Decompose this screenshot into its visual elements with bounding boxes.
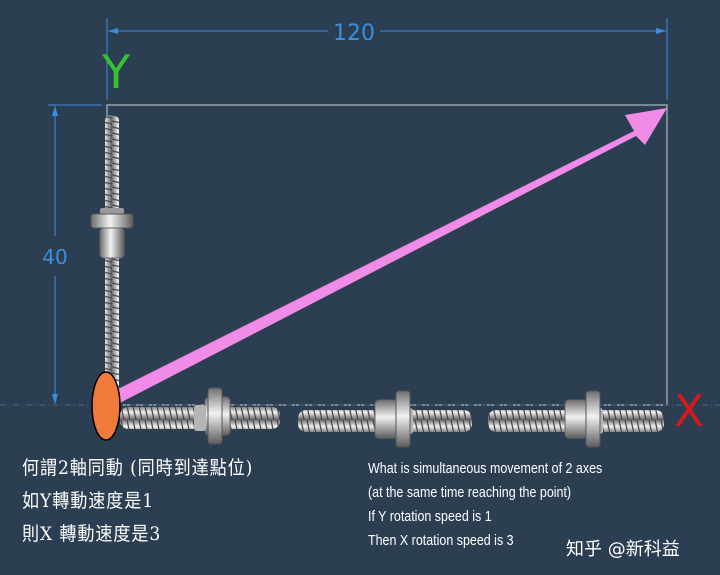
dimension-y <box>48 104 102 404</box>
x-axis-label: X <box>674 386 704 437</box>
caption-en-line2: (at the same time reaching the point) <box>368 485 572 501</box>
caption-cn-line2: 如Y轉動速度是1 <box>22 490 154 512</box>
dimension-x-label: 120 <box>333 21 375 46</box>
dimension-x <box>106 18 668 100</box>
watermark: 知乎 @新科益 <box>566 539 680 560</box>
caption-cn-line1: 何謂2軸同動 (同時到達點位) <box>22 457 254 479</box>
origin-marker <box>91 371 121 441</box>
caption-en-line1: What is simultaneous movement of 2 axes <box>368 461 603 477</box>
caption-en-line3: If Y rotation speed is 1 <box>368 509 492 525</box>
y-axis-ball-screw <box>90 115 134 395</box>
x-axis-ball-screw <box>120 387 280 445</box>
x-axis-ball-screw-3 <box>488 390 664 448</box>
caption-en-line4: Then X rotation speed is 3 <box>368 533 514 549</box>
dimension-y-label: 40 <box>42 245 67 269</box>
caption-cn-line3: 則X 轉動速度是3 <box>22 523 162 545</box>
diagonal-motion-arrow <box>110 108 667 405</box>
x-axis-ball-screw-2 <box>298 390 472 448</box>
y-axis-label: Y <box>101 45 131 99</box>
